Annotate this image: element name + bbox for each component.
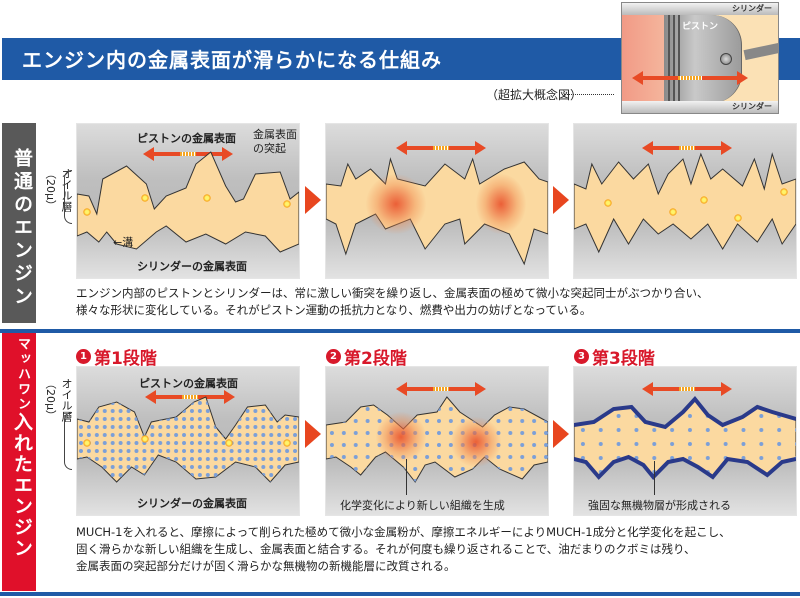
- spark-icon: [83, 208, 91, 216]
- much1-description: MUCH-1を入れると、摩擦によって削られた極めて微小な金属粉が、摩擦エネルギー…: [76, 524, 796, 575]
- bottom-divider: [0, 592, 800, 596]
- protrusion-label: 金属表面の突起: [253, 128, 297, 155]
- normal-engine-description: エンジン内部のピストンとシリンダーは、常に激しい衝突を繰り返し、金属表面の極めて…: [76, 285, 796, 319]
- motion-arrow-icon: [632, 71, 748, 85]
- spark-icon: [141, 435, 149, 443]
- oil-layer-label: オイル層（20μ）: [44, 168, 73, 212]
- motion-arrow-icon: [143, 147, 233, 161]
- spark-icon: [283, 439, 291, 447]
- oil-layer-brace: [64, 412, 72, 470]
- cylinder-top-label: シリンダー: [622, 3, 778, 15]
- side-label-big: 入れたエンジン: [11, 412, 33, 559]
- page-title: エンジン内の金属表面が滑らかになる仕組み: [22, 48, 442, 72]
- concept-diagram-label: （超拡大概念図）: [486, 88, 583, 102]
- side-label-small: マッハワン: [15, 337, 30, 412]
- piston-surface-label: ピストンの金属表面: [139, 377, 238, 390]
- stage-2-panel: 化学変化により新しい組織を生成: [325, 366, 549, 516]
- next-stage-arrow-icon: [553, 420, 569, 448]
- leader-line: [564, 94, 614, 95]
- stage-3-panel: 強固な無機物層が形成される: [573, 366, 797, 516]
- stage-title-text: 第3段階: [592, 349, 655, 369]
- next-stage-arrow-icon: [553, 186, 569, 214]
- description-line: 様々な形状に変化している。それがピストン運動の抵抗力となり、燃費や出力の妨げとな…: [76, 303, 592, 317]
- spark-icon: [734, 214, 742, 222]
- cylinder-surface-label: シリンダーの金属表面: [137, 497, 247, 510]
- much1-engine-label: マッハワン入れたエンジン: [2, 333, 36, 591]
- piston-label: ピストン: [682, 22, 719, 32]
- piston-inset-diagram: シリンダー ピストン シリンダー: [621, 2, 779, 114]
- motion-arrow-icon: [642, 382, 732, 396]
- stage-2-annotation: 化学変化により新しい組織を生成: [340, 499, 505, 512]
- metal-surface-shape: [574, 395, 796, 480]
- piston-surface-label: ピストンの金属表面: [137, 132, 236, 145]
- stage-number-badge: 1: [76, 349, 91, 364]
- normal-panel-2: [325, 123, 549, 279]
- spark-icon: [780, 188, 788, 196]
- heat-glow: [476, 174, 526, 234]
- motion-arrow-icon: [642, 141, 732, 155]
- stage-number-badge: 2: [326, 349, 341, 364]
- next-stage-arrow-icon: [305, 420, 321, 448]
- oil-layer-label-group: オイル層（20μ）: [42, 168, 73, 240]
- metal-surface-shape: [326, 396, 548, 483]
- stage-title-text: 第1段階: [94, 349, 157, 369]
- cylinder-bottom-label: シリンダー: [622, 101, 778, 113]
- stage-1-panel: ピストンの金属表面 シリンダーの金属表面: [76, 366, 300, 516]
- groove-label: ←溝: [113, 236, 134, 249]
- normal-engine-label: 普通のエンジン: [2, 123, 36, 323]
- spark-icon: [604, 199, 612, 207]
- normal-panel-3: [573, 123, 797, 279]
- heat-glow: [376, 412, 426, 462]
- piston-ring: [668, 15, 670, 103]
- normal-panel-1: ピストンの金属表面 金属表面の突起 ←溝 シリンダーの金属表面: [76, 123, 300, 279]
- heat-glow: [451, 417, 501, 467]
- spark-icon: [203, 194, 211, 202]
- description-line: MUCH-1を入れると、摩擦によって削られた極めて微小な金属粉が、摩擦エネルギー…: [76, 525, 731, 539]
- oil-layer-label: オイル層（20μ）: [44, 378, 73, 422]
- spark-icon: [141, 194, 149, 202]
- metal-surface-shape: [77, 396, 299, 483]
- annotation-pointer: [654, 461, 655, 495]
- spark-icon: [83, 439, 91, 447]
- metal-surface-shape: [574, 152, 796, 254]
- stage-number-badge: 3: [574, 349, 589, 364]
- stage-3-annotation: 強固な無機物層が形成される: [588, 499, 731, 512]
- annotation-pointer: [406, 459, 407, 495]
- spark-icon: [283, 200, 291, 208]
- connecting-rod: [743, 39, 778, 61]
- spark-icon: [669, 208, 677, 216]
- spark-icon: [225, 439, 233, 447]
- combustion-chamber: [622, 15, 664, 103]
- piston-ring: [678, 15, 680, 103]
- motion-arrow-icon: [396, 382, 486, 396]
- oil-layer-label-group: オイル層（20μ）: [42, 378, 73, 450]
- motion-arrow-icon: [145, 390, 235, 404]
- piston-pin: [720, 53, 732, 65]
- section-divider: [0, 329, 800, 333]
- description-line: エンジン内部のピストンとシリンダーは、常に激しい衝突を繰り返し、金属表面の極めて…: [76, 286, 709, 300]
- description-line: 固く滑らかな新しい組織を生成し、金属表面と結合する。それが何度も繰り返されること…: [76, 542, 696, 556]
- stage-title-text: 第2段階: [344, 349, 407, 369]
- cylinder-surface-label: シリンダーの金属表面: [137, 260, 247, 273]
- metal-surface-shape: [77, 151, 299, 253]
- oil-layer-brace: [64, 170, 72, 224]
- heat-glow: [366, 174, 426, 234]
- piston-ring: [673, 15, 675, 103]
- spark-icon: [700, 196, 708, 204]
- next-stage-arrow-icon: [305, 186, 321, 214]
- description-line: 金属表面の突起部分だけが固く滑らかな無機物の新機能層に改質される。: [76, 559, 456, 573]
- motion-arrow-icon: [396, 141, 486, 155]
